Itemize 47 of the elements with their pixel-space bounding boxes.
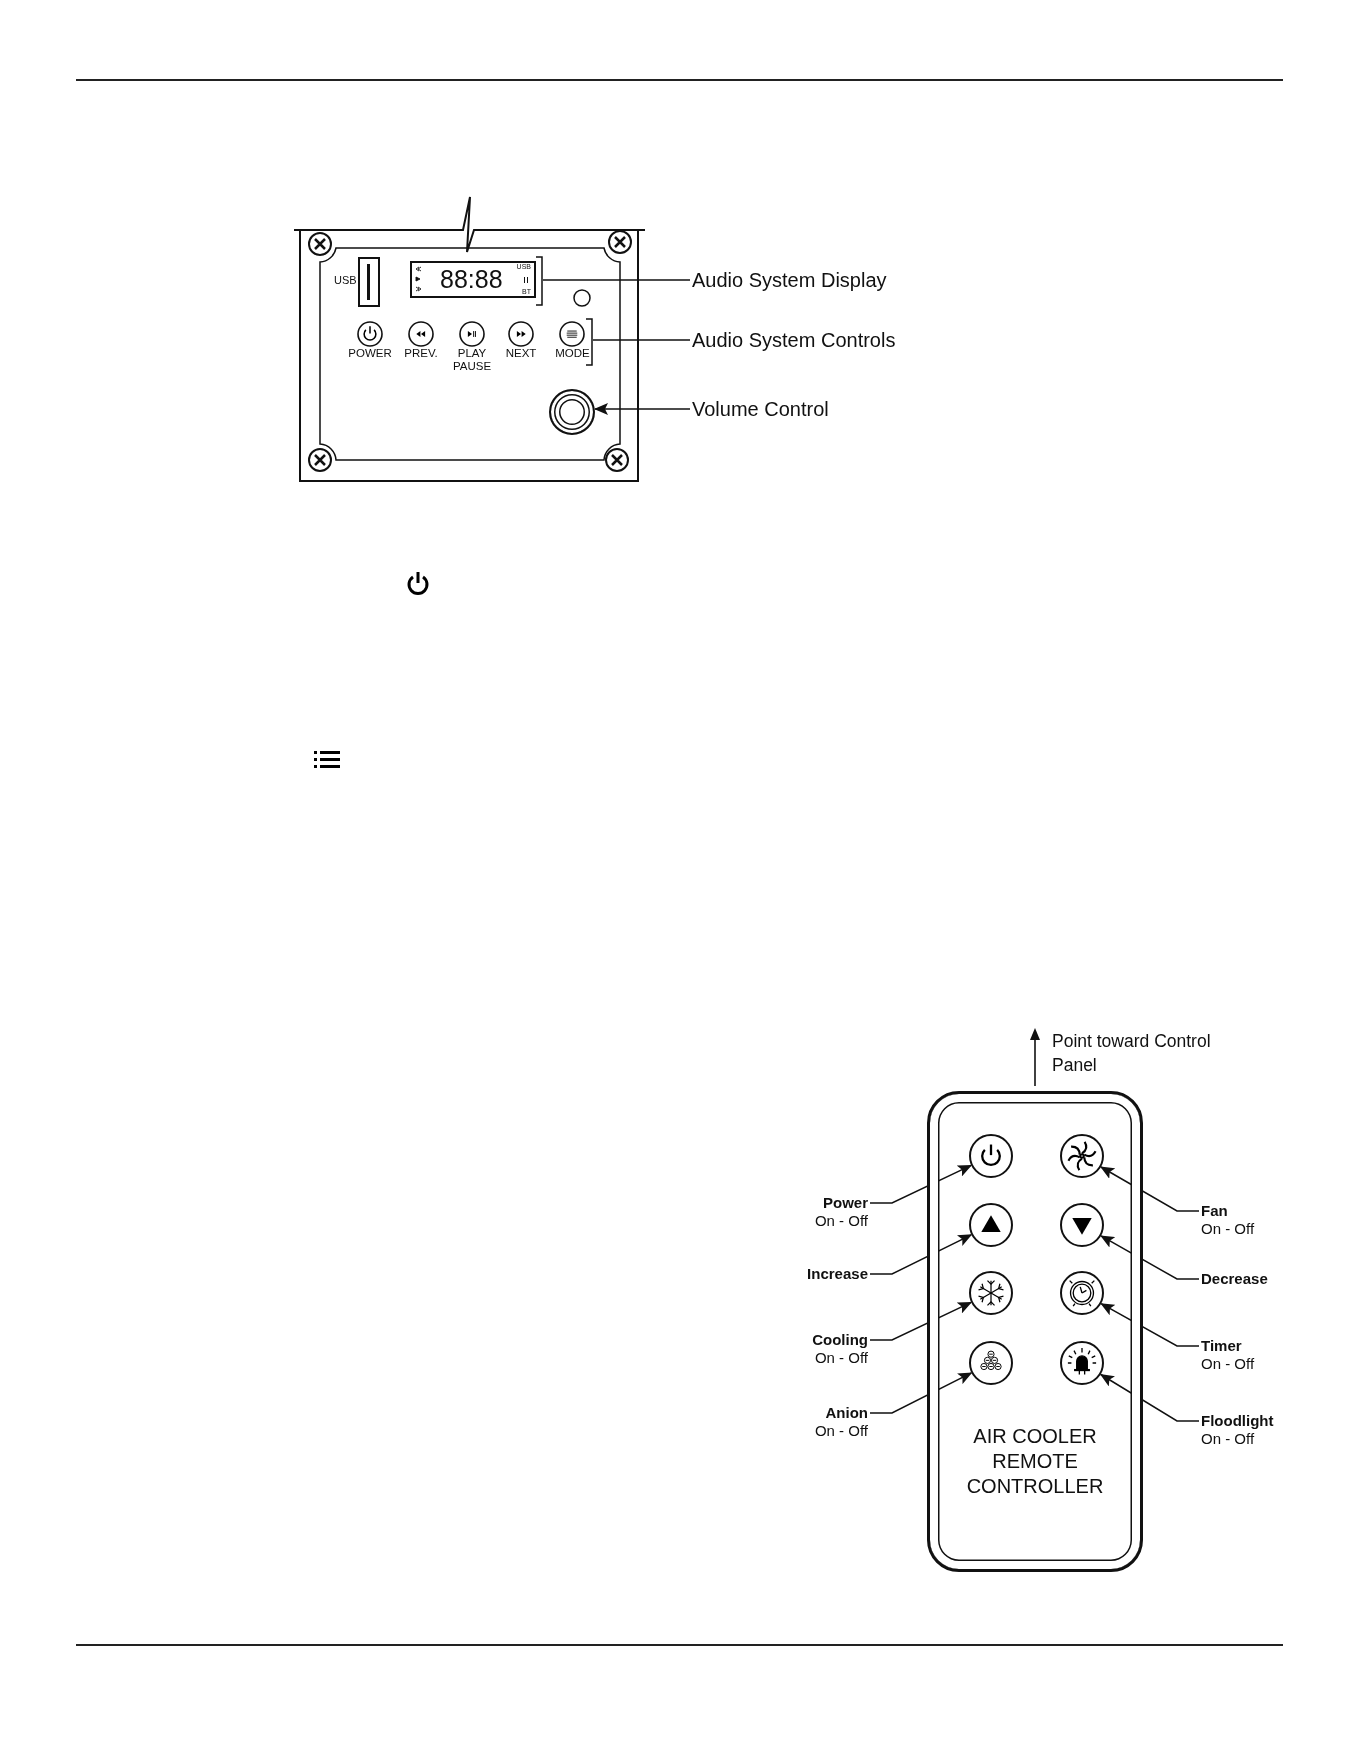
arrow — [1099, 1373, 1200, 1422]
callout-label: Cooling — [812, 1331, 868, 1349]
remote-title: AIR COOLER REMOTE CONTROLLER — [965, 1424, 1105, 1499]
callout-note: On - Off — [1201, 1430, 1255, 1448]
button-label: MODE — [555, 347, 590, 360]
callout-label: Fan — [1201, 1202, 1228, 1220]
callout-label: Decrease — [1201, 1270, 1268, 1288]
callout-note: On - Off — [1201, 1355, 1255, 1373]
callout-label: Power — [823, 1194, 868, 1212]
arrow — [594, 403, 691, 415]
round-button — [969, 1341, 1013, 1385]
display-digits: 88:88 — [440, 266, 503, 293]
round-button — [1060, 1203, 1104, 1247]
arrow — [869, 1234, 973, 1275]
leader-line — [542, 279, 691, 281]
button-label: PREV. — [404, 347, 438, 360]
round-button — [1060, 1271, 1104, 1315]
callout-text: Audio System Display — [692, 268, 887, 292]
callout-text: Volume Control — [692, 397, 829, 421]
callout-note: On - Off — [1201, 1220, 1255, 1238]
callout-label: Timer — [1201, 1337, 1242, 1355]
button-label: POWER — [348, 347, 392, 360]
arrow — [869, 1301, 972, 1341]
remote-body — [927, 1091, 1143, 1572]
round-button — [969, 1134, 1013, 1178]
callout-label: Anion — [825, 1404, 868, 1422]
callout-label: Floodlight — [1201, 1412, 1274, 1430]
callout-note: On - Off — [814, 1349, 868, 1367]
round-button — [969, 1271, 1013, 1315]
arrow — [869, 1164, 972, 1204]
arrow — [1100, 1166, 1200, 1212]
volume-knob — [549, 389, 595, 435]
round-button — [1060, 1134, 1104, 1178]
arrow — [869, 1372, 973, 1414]
round-button — [1060, 1341, 1104, 1385]
callout-text: Audio System Controls — [692, 328, 896, 352]
callout-label: Increase — [807, 1265, 868, 1283]
arrow — [1100, 1302, 1200, 1347]
port-label: USB — [334, 274, 357, 288]
button-label: PLAY PAUSE — [451, 347, 493, 373]
arrow — [1100, 1235, 1200, 1280]
button-label: NEXT — [505, 347, 537, 360]
round-button — [969, 1203, 1013, 1247]
note-text: Point toward Control Panel — [1052, 1030, 1212, 1077]
leader-line — [592, 339, 691, 341]
callout-note: On - Off — [814, 1422, 868, 1440]
callout-note: On - Off — [814, 1212, 868, 1230]
